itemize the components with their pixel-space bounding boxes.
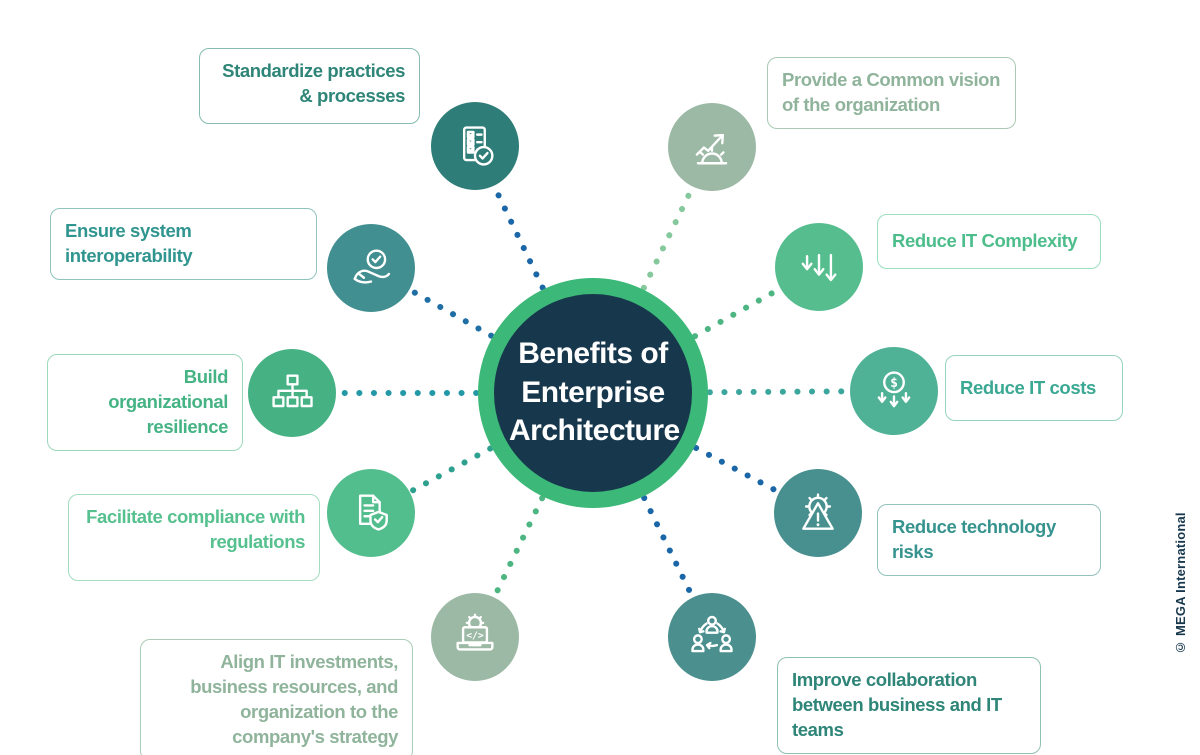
benefit-label: Ensure system interoperability xyxy=(65,220,193,266)
svg-text:</>: </> xyxy=(466,631,484,642)
reduce-it-complexity-icon-circle xyxy=(775,223,863,311)
center-circle: Benefits of Enterprise Architecture xyxy=(478,278,708,508)
compliance-regulations-label-box: Facilitate compliance with regulations xyxy=(68,494,320,581)
connector-reduce-it-costs xyxy=(590,388,897,396)
dollar-down-icon: $ xyxy=(877,371,911,408)
benefit-label: Improve collaboration between business a… xyxy=(792,669,1002,740)
benefit-label: Reduce IT costs xyxy=(960,376,1096,398)
people-network-icon xyxy=(691,615,733,653)
benefit-label: Reduce technology risks xyxy=(892,516,1056,562)
organizational-resilience-label-box: Build organizational resilience xyxy=(47,354,243,451)
align-it-investments-icon-circle: </> xyxy=(431,593,519,681)
diagram-title: Benefits of Enterprise Architecture xyxy=(509,337,680,448)
org-chart-icon xyxy=(272,374,313,408)
warning-gear-icon xyxy=(802,493,834,530)
compliance-regulations-icon-circle xyxy=(327,469,415,557)
standardize-practices-icon-circle xyxy=(431,102,519,190)
common-vision-icon-circle xyxy=(668,103,756,191)
checklist-icon xyxy=(462,126,494,166)
reduce-it-costs-icon-circle: $ xyxy=(850,347,938,435)
laptop-code-icon: </> xyxy=(456,613,494,651)
benefit-label: Align IT investments, business resources… xyxy=(190,651,398,747)
improve-collaboration-label-box: Improve collaboration between business a… xyxy=(777,657,1041,754)
benefit-label: Provide a Common vision of the organizat… xyxy=(782,69,1000,115)
document-shield-icon xyxy=(358,494,388,531)
down-arrows-icon xyxy=(801,253,837,282)
copyright-text: © MEGA International xyxy=(1173,512,1188,655)
hand-check-icon xyxy=(353,249,391,284)
align-it-investments-label-box: Align IT investments, business resources… xyxy=(140,639,413,755)
benefit-label: Facilitate compliance with regulations xyxy=(86,506,305,552)
reduce-it-complexity-label-box: Reduce IT Complexity xyxy=(877,214,1101,269)
benefit-label: Reduce IT Complexity xyxy=(892,230,1078,252)
standardize-practices-label-box: Standardize practices & processes xyxy=(199,48,420,124)
svg-text:$: $ xyxy=(890,376,898,391)
technology-risks-label-box: Reduce technology risks xyxy=(877,504,1101,576)
system-interoperability-icon-circle xyxy=(327,224,415,312)
organizational-resilience-icon-circle xyxy=(248,349,336,437)
common-vision-label-box: Provide a Common vision of the organizat… xyxy=(767,57,1016,129)
improve-collaboration-icon-circle xyxy=(668,593,756,681)
system-interoperability-label-box: Ensure system interoperability xyxy=(50,208,317,280)
technology-risks-icon-circle xyxy=(774,469,862,557)
growth-arrow-gear-icon xyxy=(695,133,728,165)
benefit-label: Standardize practices & processes xyxy=(222,60,405,106)
reduce-it-costs-label-box: Reduce IT costs xyxy=(945,355,1123,421)
benefit-label: Build organizational resilience xyxy=(108,366,228,437)
